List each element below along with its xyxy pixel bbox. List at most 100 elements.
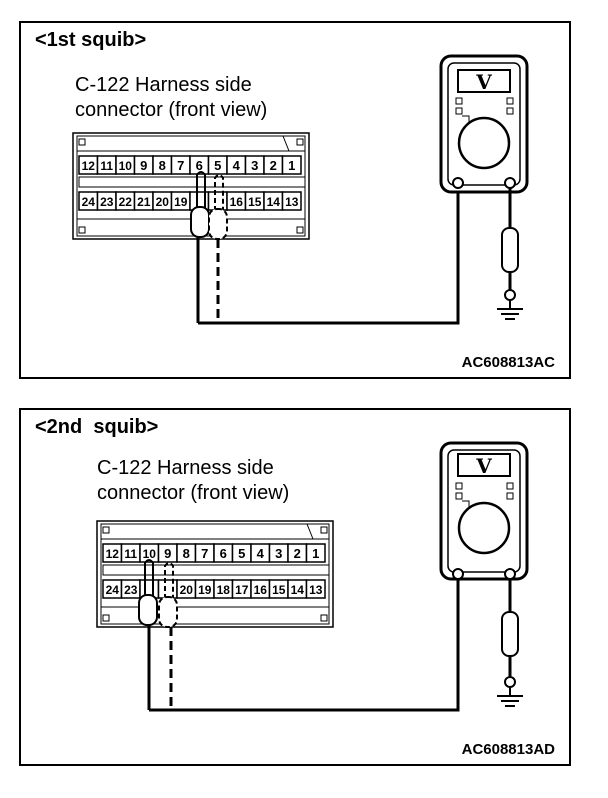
- pin-number: 23: [124, 583, 138, 597]
- pin-number: 2: [270, 158, 277, 173]
- dial-knob-icon: [457, 501, 511, 555]
- pin-number: 6: [196, 158, 203, 173]
- voltmeter: V: [439, 441, 529, 581]
- voltmeter: V: [439, 54, 529, 194]
- pin-cell: 2: [287, 543, 308, 563]
- pin-cell: 5: [207, 155, 228, 175]
- pin-cell: 1: [305, 543, 326, 563]
- pin-cell: 1: [281, 155, 302, 175]
- pin-cell: 15: [244, 191, 265, 211]
- pin-cell: 22: [115, 191, 136, 211]
- figure-code: AC608813AC: [461, 354, 555, 371]
- pin-number: 10: [143, 547, 157, 561]
- pin-number: 11: [100, 159, 113, 173]
- pin-number: 8: [159, 158, 166, 173]
- caption-line-2: connector (front view): [75, 99, 268, 121]
- second-squib-panel: <2nd squib> C-122 Harness side connector…: [19, 408, 571, 766]
- pin-number: 19: [198, 583, 212, 597]
- pin-cell: 16: [250, 579, 271, 599]
- pin-number: 24: [82, 195, 96, 209]
- pin-cell: 23: [96, 191, 117, 211]
- pin-cell: 11: [96, 155, 117, 175]
- pin-cell: 14: [287, 579, 308, 599]
- panel-title: <2nd squib>: [35, 416, 159, 438]
- pin-number: 6: [220, 546, 227, 561]
- pin-cell: 15: [268, 579, 289, 599]
- pin-cell: 3: [268, 543, 289, 563]
- lead-wire: [149, 574, 460, 712]
- pin-cell: 7: [194, 543, 215, 563]
- pin-cell: [207, 191, 228, 211]
- pin-number: 7: [177, 158, 184, 173]
- probe-pin-9: [158, 562, 178, 710]
- caption-line-1: C-122 Harness side: [97, 457, 274, 479]
- pin-number: 18: [217, 583, 231, 597]
- pin-number: 16: [254, 583, 268, 597]
- pin-cell: 9: [157, 543, 178, 563]
- pin-cell: 16: [226, 191, 247, 211]
- figure-code: AC608813AD: [461, 741, 555, 758]
- pin-cell: 4: [226, 155, 247, 175]
- pin-number: 3: [251, 158, 258, 173]
- dial-knob-icon: [457, 116, 511, 170]
- pin-cell: 7: [170, 155, 191, 175]
- lead-wire: [198, 183, 460, 325]
- pin-cell: 6: [189, 155, 210, 175]
- pin-number: 24: [106, 583, 120, 597]
- pin-number: 13: [309, 583, 323, 597]
- pin-number: 4: [233, 158, 241, 173]
- pin-cell: 13: [305, 579, 326, 599]
- caption-line-1: C-122 Harness side: [75, 74, 252, 96]
- pin-number: 23: [100, 195, 114, 209]
- pin-number: 9: [140, 158, 147, 173]
- pin-number: 3: [275, 546, 282, 561]
- pin-number: 16: [230, 195, 244, 209]
- probe-pin-6: [190, 171, 210, 323]
- pin-cell: 21: [133, 191, 154, 211]
- ground-icon: [497, 308, 523, 320]
- ground-probe: [497, 188, 523, 320]
- pin-number: 14: [291, 583, 305, 597]
- pin-number: 7: [201, 546, 208, 561]
- pin-number: 21: [137, 195, 151, 209]
- pin-cell: 19: [194, 579, 215, 599]
- pin-number: 11: [124, 547, 137, 561]
- caption-line-2: connector (front view): [97, 482, 290, 504]
- pin-number: 20: [156, 195, 170, 209]
- pin-cell: 12: [102, 543, 123, 563]
- pin-number: 10: [119, 159, 133, 173]
- pin-cell: [157, 579, 178, 599]
- pin-number: 9: [164, 546, 171, 561]
- pin-cell: 8: [176, 543, 197, 563]
- connector-caption: C-122 Harness side connector (front view…: [97, 456, 289, 506]
- pin-cell: 8: [152, 155, 173, 175]
- pin-number: 20: [180, 583, 194, 597]
- panel-title: <1st squib>: [35, 29, 147, 51]
- pin-cell: 10: [139, 543, 160, 563]
- first-squib-panel: <1st squib> C-122 Harness side connector…: [19, 21, 571, 379]
- pin-number: 5: [238, 546, 245, 561]
- pin-cell: 17: [231, 579, 252, 599]
- pin-number: 5: [214, 158, 221, 173]
- pin-number: 12: [82, 159, 96, 173]
- probe-pin-10: [138, 559, 158, 710]
- pin-cell: 6: [213, 543, 234, 563]
- pin-cell: 20: [176, 579, 197, 599]
- connector-caption: C-122 Harness side connector (front view…: [75, 73, 267, 123]
- pin-cell: 24: [102, 579, 123, 599]
- pin-number: 8: [183, 546, 190, 561]
- pin-number: 14: [267, 195, 281, 209]
- pin-number: 15: [248, 195, 262, 209]
- pin-cell: 5: [231, 543, 252, 563]
- voltmeter-v-icon: V: [475, 70, 492, 94]
- pin-number: 17: [235, 583, 249, 597]
- pin-cell: 11: [120, 543, 141, 563]
- pin-cell: 19: [170, 191, 191, 211]
- pin-cell: 24: [78, 191, 99, 211]
